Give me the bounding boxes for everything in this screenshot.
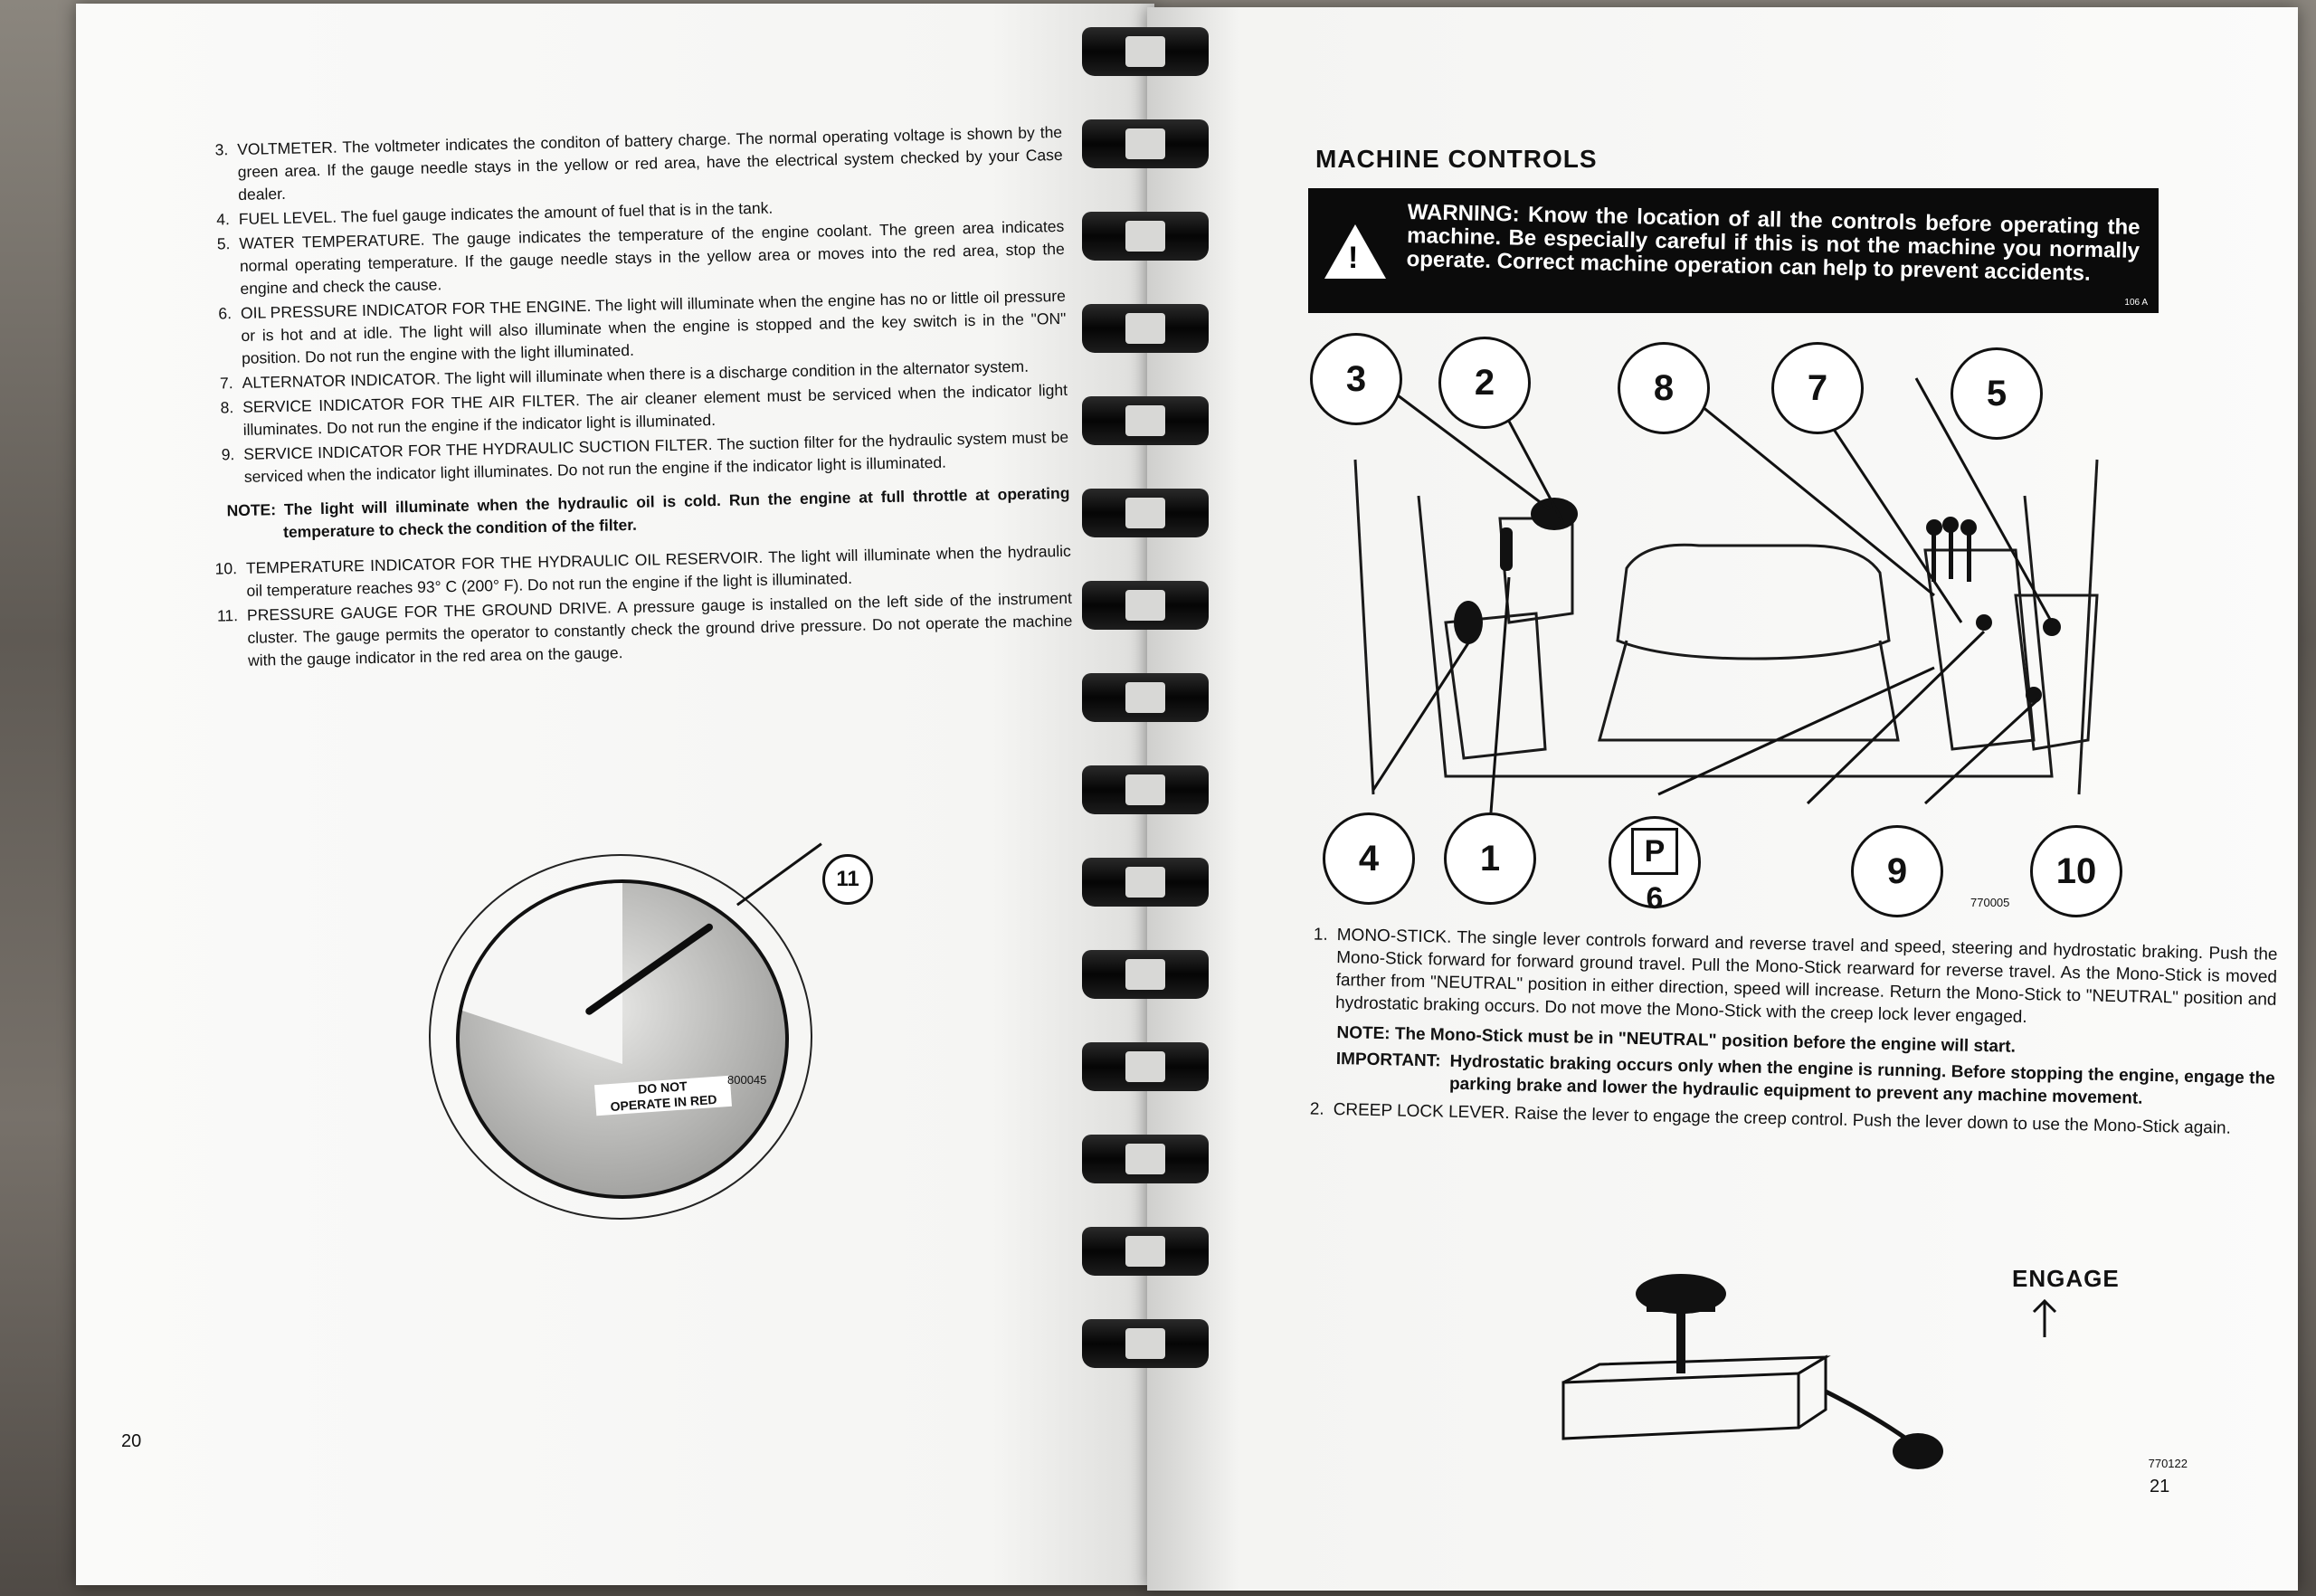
item-number: 9. <box>221 445 235 464</box>
callout-2: 2 <box>1438 337 1531 429</box>
spiral-coil <box>1082 1319 1209 1368</box>
callout-5: 5 <box>1951 347 2043 440</box>
callout-6-number: 6 <box>1646 881 1664 916</box>
callout-7: 7 <box>1771 342 1864 434</box>
item-number: 2. <box>1309 1099 1324 1119</box>
item-number: 8. <box>220 398 234 417</box>
warning-text: WARNING: Know the location of all the co… <box>1406 200 2140 286</box>
spiral-coil <box>1082 1135 1209 1183</box>
item-text: MONO-STICK. The single lever controls fo… <box>1334 926 2278 1028</box>
spiral-coil <box>1082 119 1209 168</box>
gauge-warning-label: DO NOT OPERATE IN RED <box>593 1075 733 1116</box>
warning-box: ! WARNING: Know the location of all the … <box>1308 188 2159 313</box>
item-number: 7. <box>219 374 233 393</box>
spiral-coil <box>1082 212 1209 261</box>
hydraulic-filter-note: NOTE: The light will illuminate when the… <box>226 483 1070 542</box>
spiral-coil <box>1082 1042 1209 1091</box>
manual-page-21: MACHINE CONTROLS ! WARNING: Know the loc… <box>1147 7 2298 1591</box>
callout-3: 3 <box>1310 333 1402 425</box>
warning-triangle-icon <box>1324 224 1386 279</box>
operator-station-illustration <box>1353 376 2099 813</box>
item-number: 6. <box>218 304 233 323</box>
page-number-right: 21 <box>2150 1477 2170 1496</box>
machine-controls-heading: MACHINE CONTROLS <box>1315 145 1598 173</box>
spiral-coil <box>1082 673 1209 722</box>
parking-brake-p-icon: P <box>1631 828 1678 875</box>
gauge-bezel <box>429 854 812 1220</box>
spiral-coil <box>1082 581 1209 630</box>
creep-lock-illustration <box>1561 1274 2057 1469</box>
item-number: 1. <box>1313 925 1328 945</box>
engage-label: ENGAGE <box>2012 1265 2120 1292</box>
indicator-list: 3.VOLTMETER. The voltmeter indicates the… <box>194 121 1073 675</box>
controls-description: 1. MONO-STICK. The single lever controls… <box>1287 923 2278 1141</box>
gauge-callout-line <box>736 842 822 907</box>
gauge-safe-area <box>460 883 622 1064</box>
indicator-items-continued: 10.TEMPERATURE INDICATOR FOR THE HYDRAUL… <box>203 540 1073 673</box>
indicator-items: 3.VOLTMETER. The voltmeter indicates the… <box>194 121 1069 489</box>
callout-8: 8 <box>1618 342 1710 434</box>
callout-4: 4 <box>1323 812 1415 905</box>
gauge-callout-11: 11 <box>822 854 873 905</box>
operator-station-diagram: 3 2 8 7 5 4 1 P 6 9 10 770005 <box>1301 324 2188 917</box>
spiral-coil <box>1082 396 1209 445</box>
spiral-coil <box>1082 1227 1209 1276</box>
page-number-left: 20 <box>121 1431 142 1451</box>
spiral-coil <box>1082 765 1209 814</box>
callout-10: 10 <box>2030 825 2122 917</box>
gauge-dial: DO NOT OPERATE IN RED <box>456 879 789 1199</box>
creep-lock-figure: ENGAGE 770122 <box>1527 1238 2188 1491</box>
item-number: 3. <box>214 140 229 159</box>
item-number: 4. <box>216 210 231 229</box>
item-mono-stick: 1. MONO-STICK. The single lever controls… <box>1290 923 2278 1034</box>
callout-6: P 6 <box>1609 816 1701 915</box>
manual-page-20: 3.VOLTMETER. The voltmeter indicates the… <box>76 4 1154 1585</box>
callout-9: 9 <box>1851 825 1943 917</box>
gauge-figure-ref: 800045 <box>727 1073 767 1087</box>
warning-code: 106 A <box>2124 298 2148 308</box>
item-number: 11. <box>216 606 239 625</box>
important-label: IMPORTANT: <box>1335 1050 1441 1071</box>
spiral-coil <box>1082 858 1209 907</box>
item-number: 5. <box>216 234 231 253</box>
spiral-binding <box>1082 27 1218 1565</box>
lock-figure-ref: 770122 <box>2148 1457 2188 1470</box>
pressure-gauge-figure: DO NOT OPERATE IN RED 11 800045 <box>429 842 873 1225</box>
exclamation-icon: ! <box>1348 241 1359 275</box>
spiral-coil <box>1082 27 1209 76</box>
spiral-coil <box>1082 489 1209 537</box>
spiral-coil <box>1082 304 1209 353</box>
item-number: 10. <box>214 559 238 578</box>
diagram-figure-ref: 770005 <box>1970 896 2010 909</box>
callout-1: 1 <box>1444 812 1536 905</box>
spiral-coil <box>1082 950 1209 999</box>
